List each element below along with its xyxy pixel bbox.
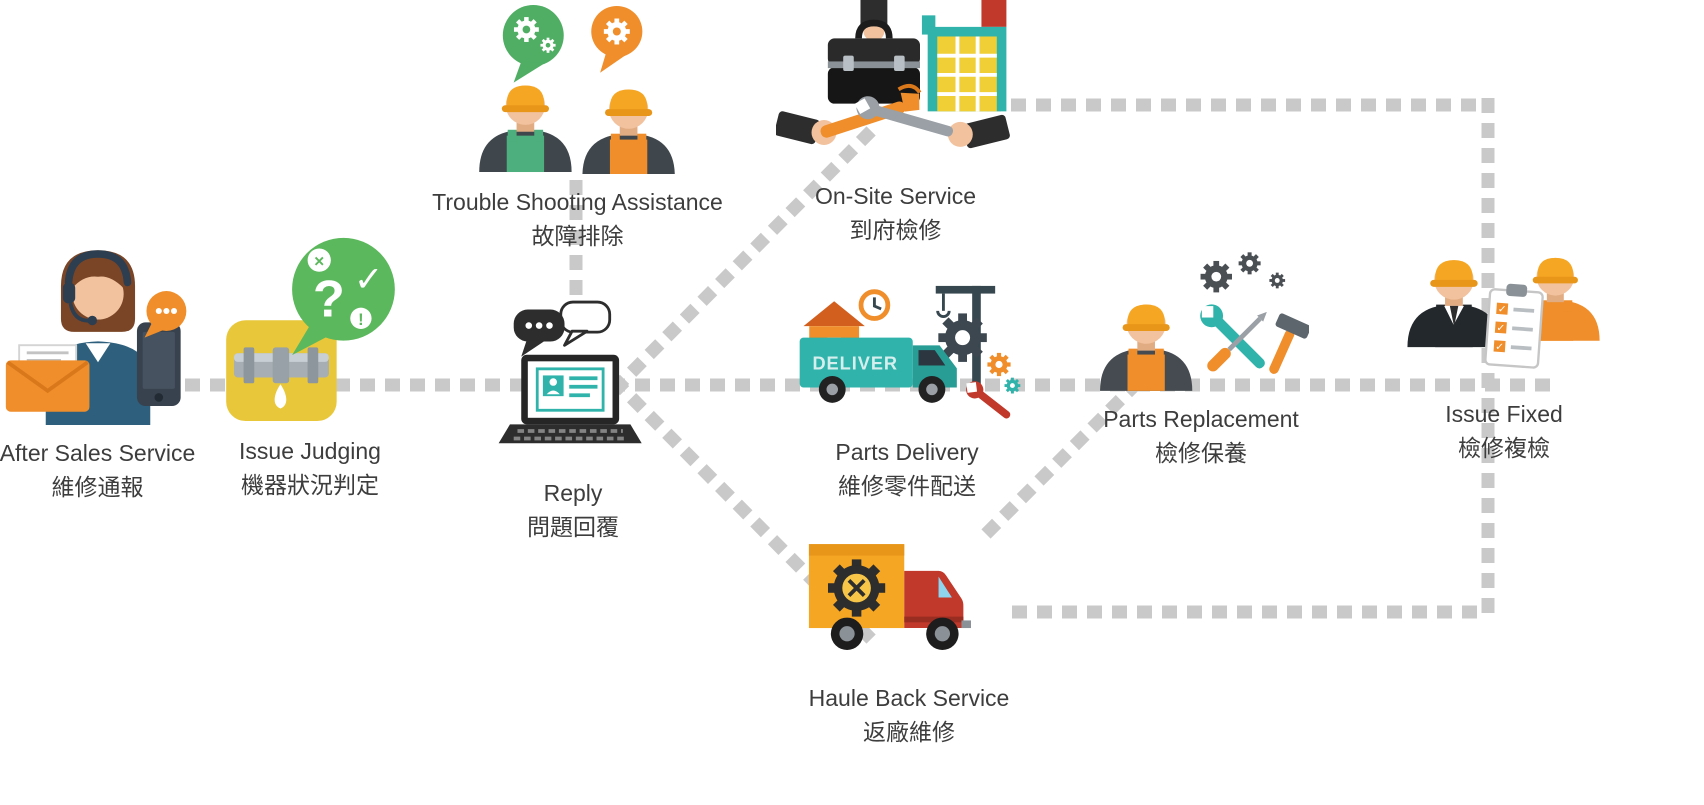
- chat-bubble-icon: [144, 291, 186, 338]
- gear-icon: [987, 352, 1011, 377]
- node-label-en: Parts Delivery: [835, 439, 979, 465]
- phone-icon: [136, 322, 181, 406]
- gear-icon: [1238, 252, 1261, 275]
- green-gear-bubble-icon: [502, 4, 564, 83]
- node-reply: Reply 問題回覆: [488, 300, 658, 544]
- check-mark: ✓: [1497, 304, 1506, 316]
- suit-details: [1444, 305, 1464, 327]
- delivery-truck-icon: DELIVER: [799, 337, 957, 403]
- node-label-zh: 機器狀況判定: [241, 472, 379, 498]
- node-label-zh: 維修通報: [51, 474, 144, 500]
- cross-mark: ×: [314, 251, 324, 271]
- hands-wrench-icon: [775, 83, 1010, 149]
- water-drop-icon: [274, 384, 286, 409]
- reply-icon: [498, 300, 642, 444]
- node-label-en: Issue Judging: [239, 438, 381, 464]
- toolbox-icon: [827, 0, 920, 104]
- node-label-en: Issue Fixed: [1445, 401, 1563, 427]
- screwdriver-icon: [1206, 311, 1267, 372]
- node-parts-replacement: Parts Replacement 檢修保養: [1090, 250, 1312, 470]
- checklist-clipboard-icon: ✓ ✓ ✓: [1484, 283, 1544, 369]
- node-trouble-shooting-assistance: Trouble Shooting Assistance 故障排除: [430, 2, 725, 253]
- gear-icon: [1200, 260, 1232, 293]
- wrench-icon: [966, 381, 1011, 419]
- check-mark: ✓: [1496, 323, 1505, 335]
- cargo-box-icon: [808, 544, 904, 629]
- node-label-en: Reply: [543, 480, 603, 506]
- node-issue-fixed: ✓ ✓ ✓ Issue Fixed 檢修複檢: [1395, 240, 1613, 465]
- node-on-site-service: On-Site Service 到府檢修: [773, 0, 1018, 247]
- node-label-en: Haule Back Service: [808, 685, 1010, 711]
- node-label-zh: 故障排除: [531, 223, 624, 249]
- node-label-en: On-Site Service: [814, 183, 977, 209]
- node-parts-delivery: DELIVER Parts Delivery 維修零件配送: [788, 282, 1026, 503]
- node-label-zh: 維修零件配送: [838, 473, 976, 499]
- building-icon: [921, 0, 1006, 112]
- connector-hauleback-to-main-diagonal: [981, 375, 1145, 539]
- worker-orange-icon: [582, 89, 675, 174]
- laptop-icon: [498, 354, 642, 444]
- speech-bubbles-icon: [513, 300, 612, 357]
- trouble-shooting-icon: [479, 4, 675, 174]
- truck-cab-icon: [903, 570, 971, 629]
- gear-icon: [1004, 377, 1021, 394]
- node-label-zh: 檢修保養: [1155, 440, 1247, 466]
- clock-icon: [858, 289, 891, 321]
- node-label-zh: 問題回覆: [527, 514, 619, 540]
- check-mark: ✓: [1495, 342, 1504, 354]
- check-mark: ✓: [354, 260, 383, 299]
- on-site-service-icon: [775, 0, 1010, 149]
- connector-reply-to-onsite-diagonal: [609, 123, 879, 395]
- hammer-icon: [1268, 313, 1309, 374]
- exclaim-mark: !: [358, 311, 363, 329]
- node-haule-back-service: Haule Back Service 返廠維修: [790, 527, 1028, 749]
- worker-green-icon: [479, 85, 572, 173]
- node-issue-judging: ? × ✓ ! Issue Judging 機器狀況判定: [215, 233, 405, 502]
- wrench-icon: [1199, 304, 1265, 369]
- node-label-en: Parts Replacement: [1103, 406, 1299, 432]
- envelope-icon: [5, 344, 89, 412]
- truck-text: DELIVER: [812, 353, 898, 373]
- parts-replacement-icon: [1099, 252, 1309, 391]
- judging-bubble-icon: ? × ✓ !: [291, 237, 395, 356]
- node-after-sales-service: After Sales Service 維修通報: [0, 235, 205, 504]
- question-mark: ?: [312, 270, 344, 328]
- gear-emblem-icon: [827, 559, 885, 617]
- gear-icon: [1268, 272, 1285, 289]
- haule-back-icon: [808, 544, 971, 650]
- node-label-zh: 檢修複檢: [1458, 435, 1550, 461]
- issue-fixed-icon: ✓ ✓ ✓: [1407, 257, 1600, 369]
- node-label-zh: 返廠維修: [863, 719, 955, 745]
- issue-judging-icon: ? × ✓ !: [225, 237, 395, 422]
- node-label-en: Trouble Shooting Assistance: [432, 189, 723, 215]
- worker-icon: [1099, 304, 1192, 391]
- wheels-icon: [830, 617, 959, 650]
- node-label-zh: 到府檢修: [849, 217, 942, 243]
- node-label-en: After Sales Service: [0, 440, 196, 466]
- after-sales-service-icon: [5, 250, 186, 425]
- orange-gear-bubble-icon: [591, 5, 643, 73]
- parts-delivery-icon: DELIVER: [799, 285, 1021, 419]
